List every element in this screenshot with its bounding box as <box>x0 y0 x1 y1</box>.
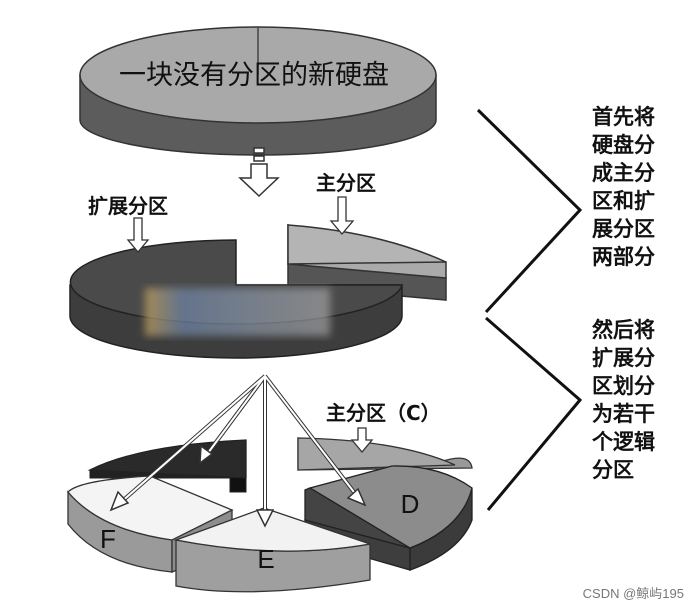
side-note-1-line: 两部分 <box>592 245 655 269</box>
down-arrow-icon <box>350 427 374 454</box>
brace-upper <box>476 108 583 314</box>
primary-partition-slice <box>287 224 447 301</box>
side-note-2-line: 然后将 <box>592 318 655 342</box>
side-note-2-line: 分区 <box>592 458 634 482</box>
down-arrow-icon <box>126 217 150 254</box>
extended-partition-disk <box>69 239 404 359</box>
arrow-heads <box>109 444 367 528</box>
partition-d-label: D <box>401 489 420 519</box>
primary-partition-label: 主分区 <box>316 171 376 195</box>
side-note-1-line: 硬盘分 <box>592 133 655 157</box>
side-note-1-line: 区和扩 <box>592 189 655 213</box>
split-arrows-inner <box>119 375 361 522</box>
brace-lower <box>485 316 583 511</box>
top-disk-label: 一块没有分区的新硬盘 <box>119 60 389 91</box>
side-note-2: 然后将 扩展分 区划分 为若干 个逻辑 分区 <box>592 318 655 482</box>
side-note-1-line: 成主分 <box>592 161 655 185</box>
partition-f-label: F <box>100 524 116 554</box>
partition-e-label: E <box>257 544 274 574</box>
side-note-2-line: 个逻辑 <box>592 430 655 454</box>
primary-c-label: 主分区（C） <box>326 401 441 425</box>
watermark: CSDN @鲸屿195 <box>583 586 684 601</box>
side-note-2-line: 区划分 <box>592 374 655 398</box>
side-note-1-line: 首先将 <box>592 105 655 129</box>
primary-c-slice <box>297 437 473 471</box>
side-note-2-line: 为若干 <box>592 402 655 426</box>
logical-e-slice: E <box>173 507 371 593</box>
unpartitioned-disk: 一块没有分区的新硬盘 <box>79 26 437 156</box>
blurred-region <box>145 288 330 336</box>
side-note-1-line: 展分区 <box>592 217 655 241</box>
side-note-2-line: 扩展分 <box>592 346 655 370</box>
down-arrow-icon <box>329 196 355 236</box>
down-arrow-icon <box>238 147 280 198</box>
extended-partition-label: 扩展分区 <box>88 194 168 218</box>
side-note-1: 首先将 硬盘分 成主分 区和扩 展分区 两部分 <box>592 105 655 269</box>
